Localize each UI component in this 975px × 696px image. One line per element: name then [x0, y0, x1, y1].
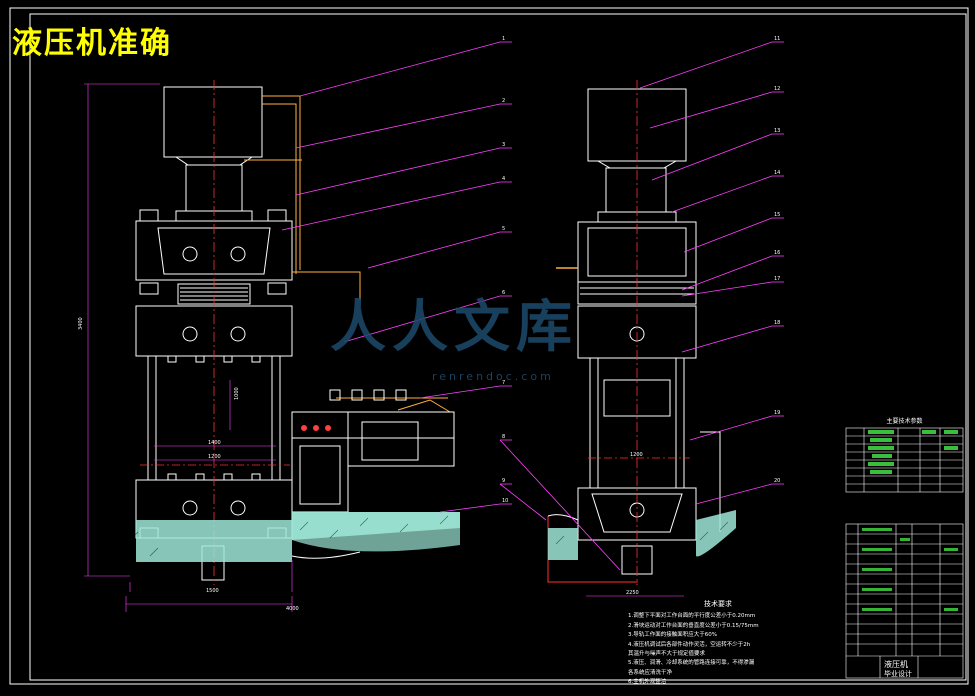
tech-line: 各系统应清洗干净 — [628, 669, 673, 676]
tech-line: 2.滑块运动对工作台面的垂直度公差小于0.15/75mm — [628, 622, 759, 629]
dim-stroke: 1000 — [234, 387, 240, 400]
leader-label: 8 — [502, 434, 505, 440]
outer-frame — [9, 7, 969, 685]
leader-label: 18 — [774, 320, 780, 326]
dim-width-total: 4000 — [286, 606, 299, 612]
tech-line: 其温升与噪声不大于规定值要求 — [628, 651, 706, 658]
params-table — [845, 427, 964, 493]
leader-label: 4 — [502, 176, 505, 182]
leader-label: 6 — [502, 290, 505, 296]
leader-label: 3 — [502, 142, 505, 148]
dim-inner1: 1400 — [208, 440, 221, 446]
leader-label: 13 — [774, 128, 780, 134]
leader-label: 10 — [502, 498, 508, 504]
drawing-title: 液压机准确 — [12, 26, 172, 61]
tech-line: 6.主机外观整洁 — [628, 679, 667, 686]
tech-line: 1.调整下平面对工作台面的平行度公差小于0.20mm — [628, 613, 756, 620]
foundation-side — [548, 510, 736, 560]
inner-frame — [29, 13, 967, 681]
tech-requirements: 技术要求 1.调整下平面对工作台面的平行度公差小于0.20mm 2.滑块运动对工… — [628, 600, 838, 688]
dim-side-inner: 1200 — [630, 452, 643, 458]
leader-label: 11 — [774, 36, 780, 42]
leader-label: 20 — [774, 478, 780, 484]
leader-label: 9 — [502, 478, 505, 484]
leader-label: 12 — [774, 86, 780, 92]
leader-lines — [281, 41, 784, 571]
tech-line: 5.液压、润滑、冷却系统的管路连接可靠，不得渗漏 — [628, 660, 755, 667]
leader-label: 19 — [774, 410, 780, 416]
leader-label: 16 — [774, 250, 780, 256]
dim-width-base: 1500 — [206, 588, 219, 594]
leader-label: 17 — [774, 276, 780, 282]
leader-label: 14 — [774, 170, 780, 176]
leader-label: 15 — [774, 212, 780, 218]
tech-line: 4.液压机调试后各部件动作灵活，空运转不少于2h — [628, 641, 751, 648]
side-view — [577, 88, 721, 575]
leader-label: 2 — [502, 98, 505, 104]
dim-height: 3400 — [78, 317, 84, 330]
dim-inner2: 1200 — [208, 454, 221, 460]
dim-side: 2250 — [626, 590, 639, 596]
dimension-lines — [84, 83, 684, 612]
watermark-logo: 人人文库 — [330, 295, 578, 360]
tech-requirements-title: 技术要求 — [704, 600, 732, 608]
watermark-site: renrendoc.com — [432, 370, 554, 383]
params-table-title: 主要技术参数 — [886, 418, 923, 425]
title-block — [845, 523, 964, 679]
params-table-fill — [868, 430, 958, 474]
leader-label: 7 — [502, 380, 505, 386]
tech-line: 3.导轨工作面的接触面积应大于60% — [628, 632, 717, 639]
hydraulic-station — [291, 389, 455, 513]
leader-label: 1 — [502, 36, 505, 42]
leader-label: 5 — [502, 226, 505, 232]
title-block-part-name: 液压机 — [884, 660, 908, 669]
title-block-design-label: 毕业设计 — [884, 670, 912, 678]
